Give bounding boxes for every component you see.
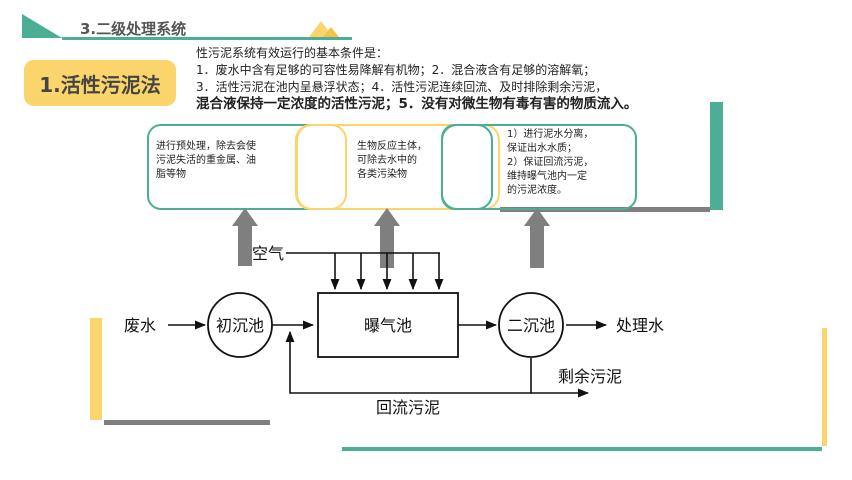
box-pretreatment-text: 进行预处理，除去会使 污泥失活的重金属、油 脂等物 — [156, 140, 294, 182]
box-pretreatment-line-1: 进行预处理，除去会使 — [156, 141, 256, 152]
box-secondary-text: 1）进行泥水分离， 保证出水水质； 2）保证回流污泥， 维持曝气池内一定 的污泥… — [507, 128, 627, 198]
gray-arrow-3 — [524, 208, 550, 226]
page-title: 3.二级处理系统 — [80, 20, 187, 38]
header-underline — [62, 37, 352, 40]
return-sludge-label: 回流污泥 — [376, 398, 440, 417]
box-pretreatment-line-3: 脂等物 — [156, 169, 186, 180]
main-flow-lines — [168, 320, 608, 398]
box-bio-line-3: 各类污染物 — [357, 169, 407, 180]
gray-arrow-1-shaft — [238, 226, 252, 266]
upward-gray-arrows — [232, 208, 550, 268]
box-secondary-line-1: 1）进行泥水分离， — [507, 129, 594, 140]
intro-line-1: 性污泥系统有效运行的基本条件是： — [196, 46, 389, 60]
primary-tank-label: 初沉池 — [216, 316, 264, 335]
gray-arrow-3-shaft — [530, 226, 544, 268]
decor-bar-green-bottom — [342, 447, 822, 451]
box-secondary-line-5: 的污泥浓度。 — [507, 185, 567, 196]
decor-bar-yellow-right — [822, 328, 827, 446]
box-secondary-line-4: 维持曝气池内一定 — [507, 171, 587, 182]
decor-bar-green-right — [710, 102, 723, 210]
gray-arrow-2 — [374, 208, 400, 226]
intro-line-2: 1．废水中含有足够的可容性易降解有机物；2．混合液含有足够的溶解氧； — [196, 63, 596, 77]
secondary-tank-circle — [498, 292, 564, 358]
decor-bar-yellow-left — [90, 318, 102, 420]
box-pretreatment-line-2: 污泥失活的重金属、油 — [156, 155, 256, 166]
box-secondary-inner-frame — [441, 124, 493, 210]
box-bio-frame-outer — [296, 124, 500, 210]
intro-line-4: 混合液保持一定浓度的活性污泥；5．没有对微生物有毒有害的物质流入。 — [196, 96, 638, 112]
header-triangle-decoration — [22, 14, 62, 38]
intro-line-3: 3．活性污泥在池内呈悬浮状态；4．活性污泥连续回流、及时排除剩余污泥， — [196, 80, 608, 94]
wastewater-label: 废水 — [124, 316, 156, 335]
section-badge: 1.活性污泥法 — [24, 60, 176, 106]
box-bio-line-1: 生物反应主体， — [357, 141, 427, 152]
box-secondary-line-2: 保证出水水质； — [507, 143, 577, 154]
box-secondary-line-3: 2）保证回流污泥， — [507, 157, 594, 168]
air-label: 空气 — [252, 244, 284, 263]
box-bio-text: 生物反应主体， 可除去水中的 各类污染物 — [357, 140, 443, 182]
aeration-tank-label: 曝气池 — [364, 316, 412, 335]
gray-arrow-1 — [232, 208, 258, 226]
excess-sludge-label: 剩余污泥 — [558, 367, 622, 386]
aeration-tank-rect — [317, 292, 459, 358]
box-bio-line-2: 可除去水中的 — [357, 155, 417, 166]
primary-tank-circle — [207, 292, 273, 358]
treated-water-label: 处理水 — [616, 316, 664, 335]
decor-bar-gray-bottom — [104, 420, 270, 425]
secondary-tank-label: 二沉池 — [507, 316, 555, 335]
intro-text: 性污泥系统有效运行的基本条件是： 1．废水中含有足够的可容性易降解有机物；2．混… — [196, 45, 696, 113]
mountain-icon — [309, 21, 339, 37]
air-supply-lines — [286, 252, 444, 291]
gray-arrow-2-shaft — [380, 226, 394, 268]
